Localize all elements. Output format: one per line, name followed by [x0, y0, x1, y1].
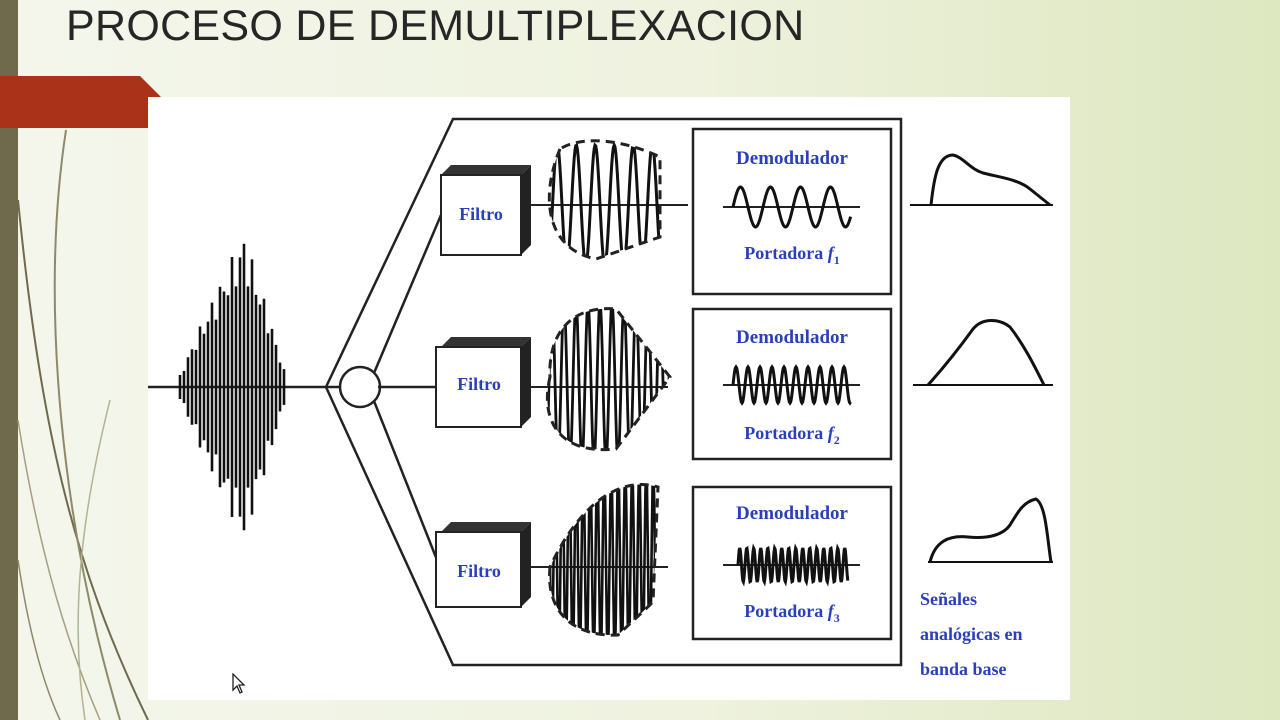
filtered-signal-1 [549, 140, 660, 259]
demodulator-box-2: Demodulador Portadora f2 [691, 307, 893, 461]
baseband-outputs [910, 153, 1053, 563]
branch-lines [372, 214, 443, 571]
filter-label-1: Filtro [459, 204, 503, 224]
filter-label-3: Filtro [457, 561, 501, 581]
input-multiplexed-signal [178, 243, 286, 531]
demodulator-label-3: Demodulador [736, 503, 848, 524]
decorative-curves [17, 129, 149, 720]
output-caption: Señales analógicas en banda base [920, 589, 1027, 679]
left-decorative-band [0, 0, 18, 720]
carrier-label-3: Portadora f3 [744, 601, 839, 625]
carrier-wave-2 [731, 364, 852, 406]
filter-box-1: Filtro [440, 165, 531, 256]
envelopes [545, 139, 672, 637]
slide-title: PROCESO DE DEMULTIPLEXACION [66, 2, 805, 50]
baseband-signal-2 [926, 319, 1046, 387]
demultiplexing-diagram: Filtro Filtro Filtro Demodulador Portado… [148, 97, 1070, 700]
carrier-label-1: Portadora f1 [744, 243, 839, 267]
diagram-canvas: Filtro Filtro Filtro Demodulador Portado… [148, 117, 1053, 679]
mouse-pointer-icon [232, 673, 246, 694]
baseband-signal-1 [929, 153, 1051, 207]
filter-box-2: Filtro [435, 337, 531, 428]
demodulator-box-3: Demodulador Portadora f3 [691, 485, 893, 641]
carrier-label-2: Portadora f2 [744, 423, 839, 447]
channel-enclosure [324, 117, 903, 667]
filter-box-3: Filtro [435, 522, 531, 608]
carrier-wave-3 [736, 543, 850, 587]
filtered-signal-2 [547, 308, 670, 450]
accent-red-tab [0, 76, 162, 128]
demodulator-label-1: Demodulador [736, 148, 848, 169]
baseband-signal-3 [928, 497, 1053, 563]
demodulator-box-1: Demodulador Portadora f1 [691, 127, 893, 296]
filtered-signal-3 [549, 484, 658, 636]
carrier-wave-1 [731, 185, 853, 229]
filter-label-2: Filtro [457, 374, 501, 394]
demodulator-label-2: Demodulador [736, 327, 848, 348]
